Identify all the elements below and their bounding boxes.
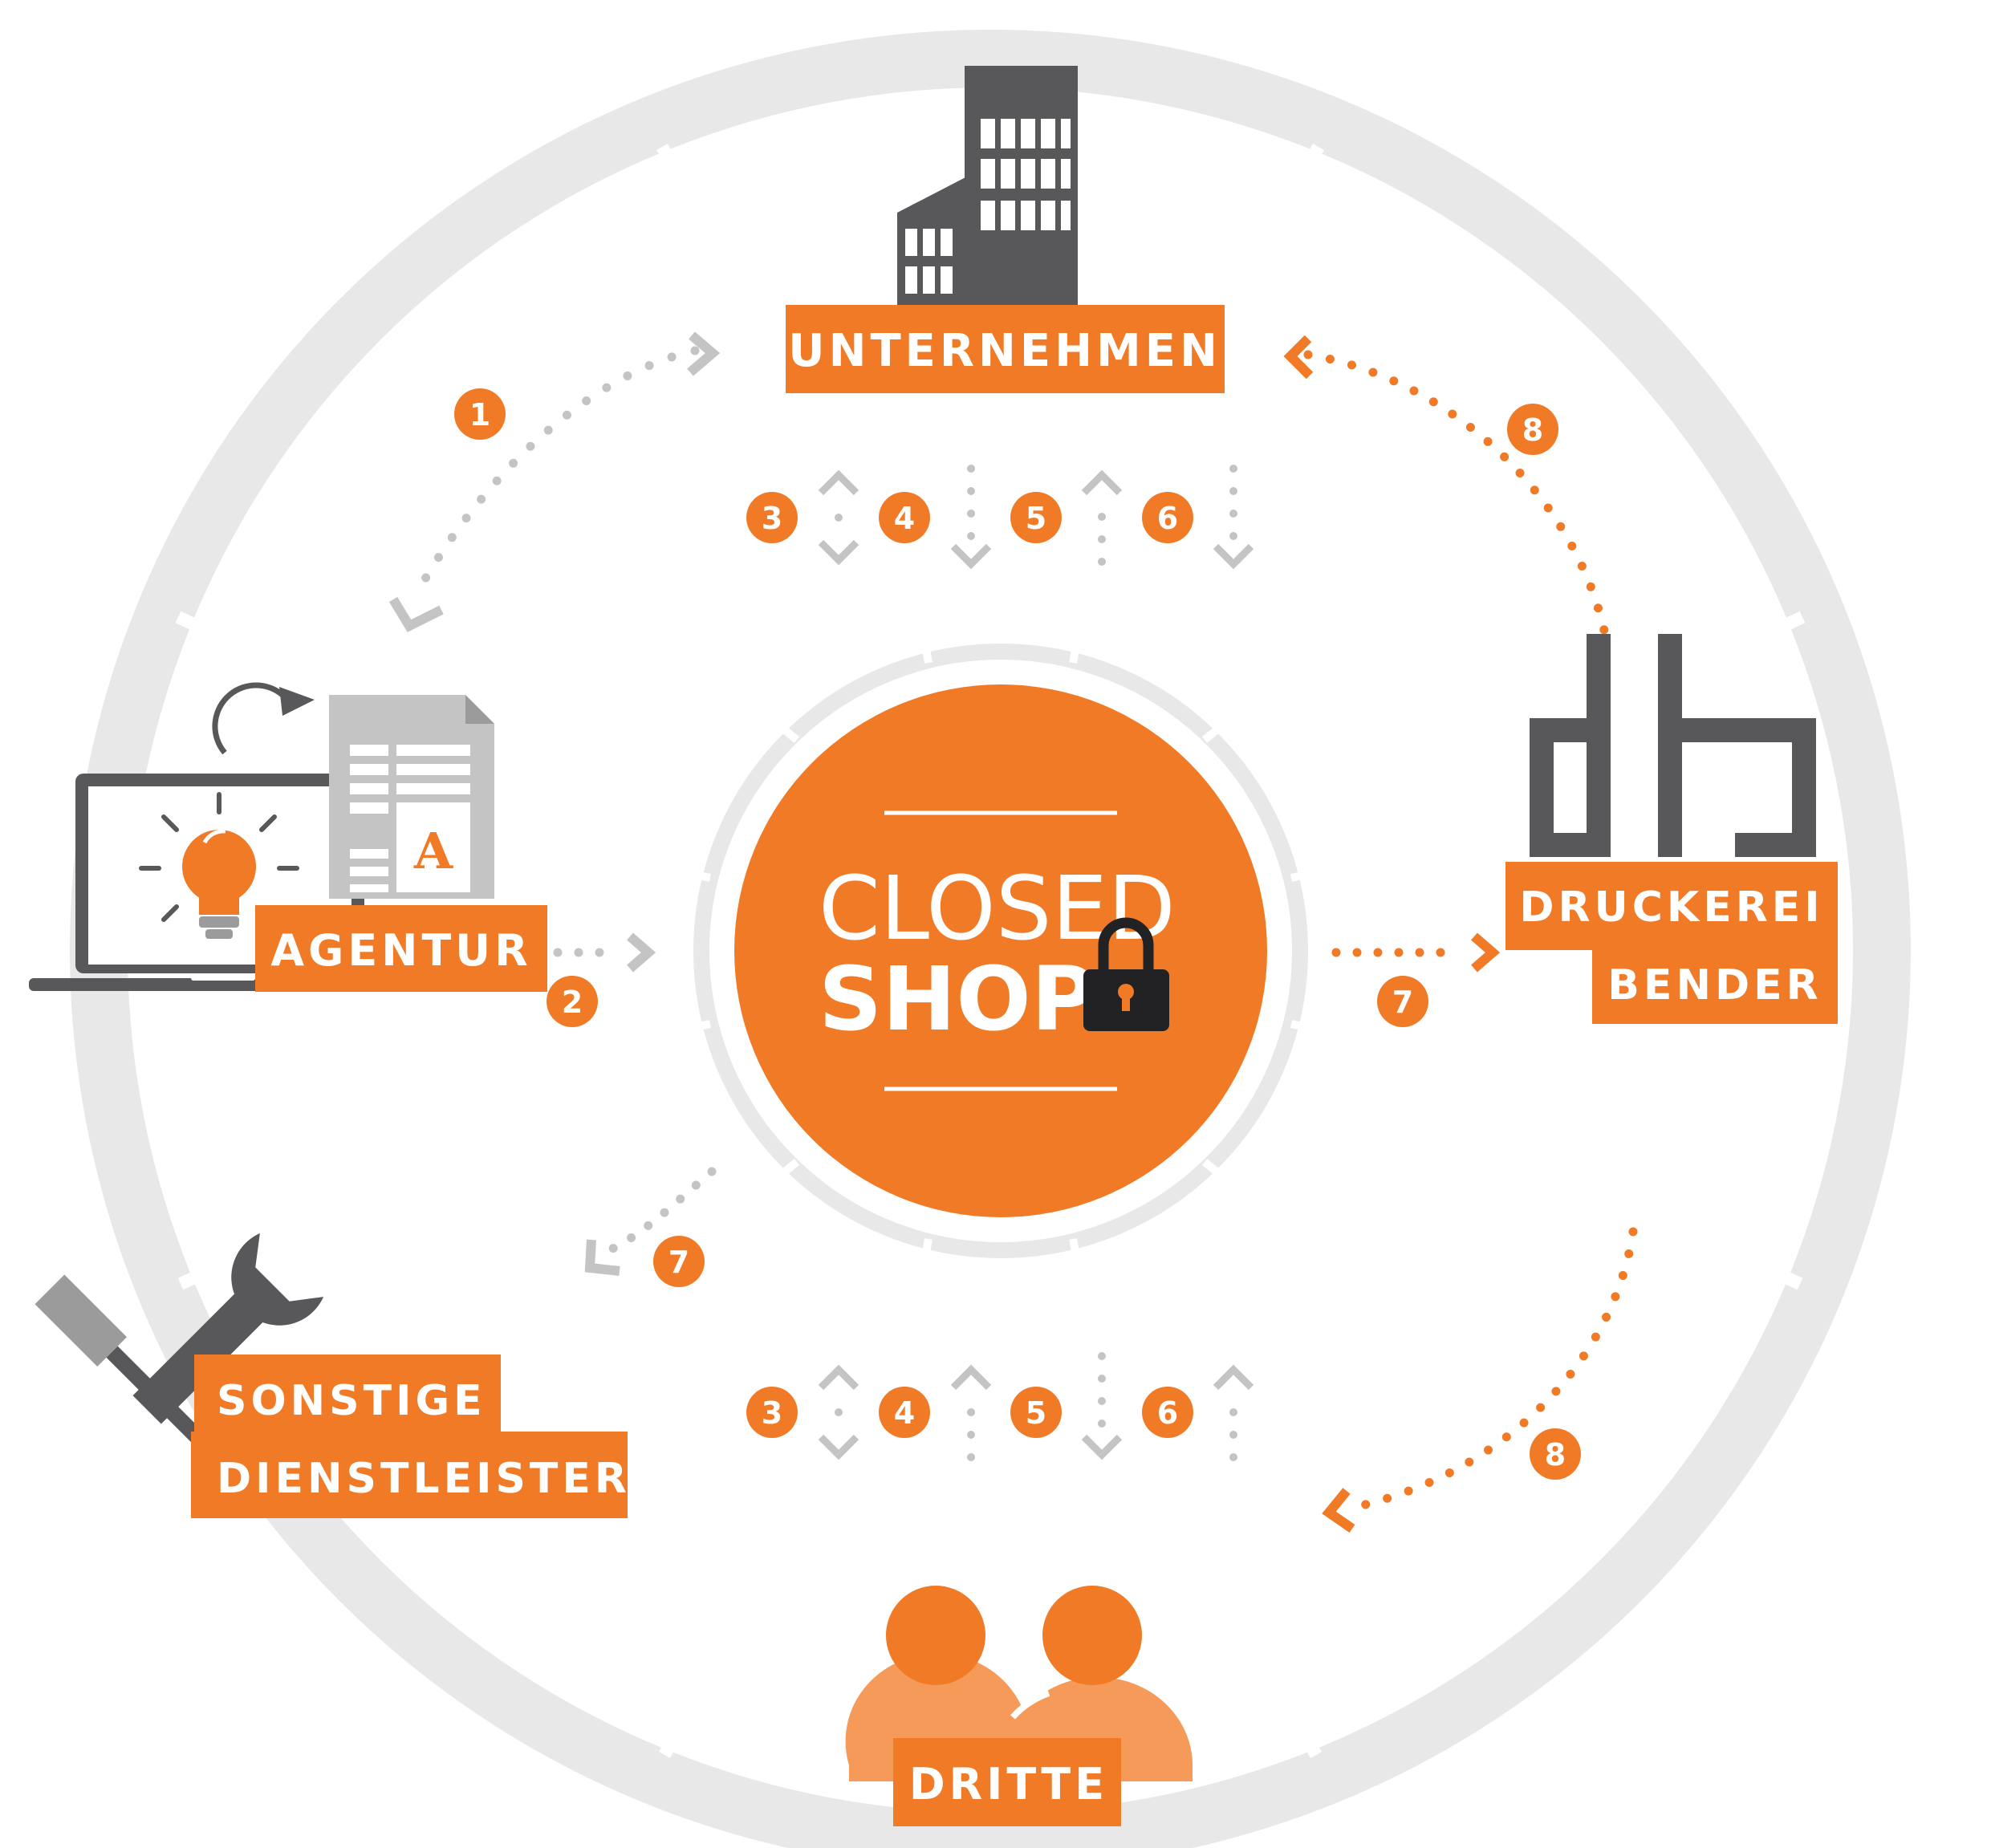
badge-bottom-4-text: 4 <box>894 1395 915 1431</box>
arrow-7-right <box>1331 932 1501 973</box>
label-unternehmen: UNTERNEHMEN <box>788 325 1221 377</box>
closed-shop-center: CLOSED SHOP <box>734 684 1267 1217</box>
arrow-2 <box>553 932 656 973</box>
badge-top-4: 4 <box>879 492 930 543</box>
node-druckerei-bender: DRUCKEREI BENDER <box>1505 634 1838 1024</box>
badge-8-top-text: 8 <box>1522 412 1543 448</box>
arrow-7-bottom <box>584 1167 717 1276</box>
badge-7-bottom: 7 <box>653 1236 705 1287</box>
exchange-row-top <box>821 465 1251 566</box>
badge-2: 2 <box>547 976 598 1027</box>
padlock-icon <box>1083 917 1169 1031</box>
step-badges: 1 2 8 7 7 8 3 4 5 6 3 4 5 6 <box>454 388 1581 1480</box>
badge-bottom-3-text: 3 <box>762 1395 782 1431</box>
label-dritte: DRITTE <box>909 1759 1108 1809</box>
badge-top-6-text: 6 <box>1157 501 1178 536</box>
badge-2-text: 2 <box>562 985 583 1020</box>
inner-ring <box>687 640 1314 1261</box>
badge-bottom-4: 4 <box>879 1387 930 1438</box>
badge-1: 1 <box>454 388 506 440</box>
label-druckerei: DRUCKEREI <box>1519 883 1823 932</box>
office-building-icon <box>897 66 1078 305</box>
badge-7-bottom-text: 7 <box>668 1245 689 1280</box>
svg-text:A: A <box>413 822 453 880</box>
badge-8-bottom-text: 8 <box>1545 1437 1566 1472</box>
arrow-8-bottom <box>1322 1227 1638 1533</box>
arrow-1 <box>388 331 721 632</box>
badge-bottom-6: 6 <box>1142 1387 1193 1438</box>
arrow-8-top <box>1283 335 1610 639</box>
badge-7-right: 7 <box>1377 976 1428 1027</box>
node-unternehmen: UNTERNEHMEN <box>786 66 1225 393</box>
badge-top-3-text: 3 <box>762 501 782 536</box>
badge-top-3: 3 <box>746 492 798 543</box>
badge-bottom-3: 3 <box>746 1387 798 1438</box>
badge-top-5-text: 5 <box>1026 501 1046 536</box>
db-logo-icon <box>1530 634 1816 857</box>
badge-7-right-text: 7 <box>1392 985 1413 1020</box>
label-bender: BENDER <box>1607 961 1822 1009</box>
node-sonstige-dienstleister: SONSTIGE DIENSTLEISTER <box>35 1233 631 1518</box>
node-dritte: DRITTE <box>845 1586 1193 1826</box>
badge-8-top: 8 <box>1507 404 1558 455</box>
center-title-closed: CLOSED <box>819 857 1176 960</box>
badge-top-4-text: 4 <box>894 501 915 536</box>
badge-top-5: 5 <box>1010 492 1062 543</box>
badge-top-6: 6 <box>1142 492 1193 543</box>
badge-1-text: 1 <box>469 397 490 433</box>
exchange-row-bottom <box>821 1352 1251 1461</box>
badge-bottom-5-text: 5 <box>1026 1395 1046 1431</box>
label-agentur: AGENTUR <box>270 925 531 976</box>
center-title-shop: SHOP <box>819 948 1095 1050</box>
label-dienstleister: DIENSTLEISTER <box>217 1455 631 1503</box>
badge-bottom-5: 5 <box>1010 1387 1062 1438</box>
node-agentur: A AGENTUR <box>29 682 547 992</box>
badge-bottom-6-text: 6 <box>1157 1395 1178 1431</box>
badge-8-bottom: 8 <box>1530 1428 1581 1480</box>
label-sonstige: SONSTIGE <box>217 1377 486 1425</box>
